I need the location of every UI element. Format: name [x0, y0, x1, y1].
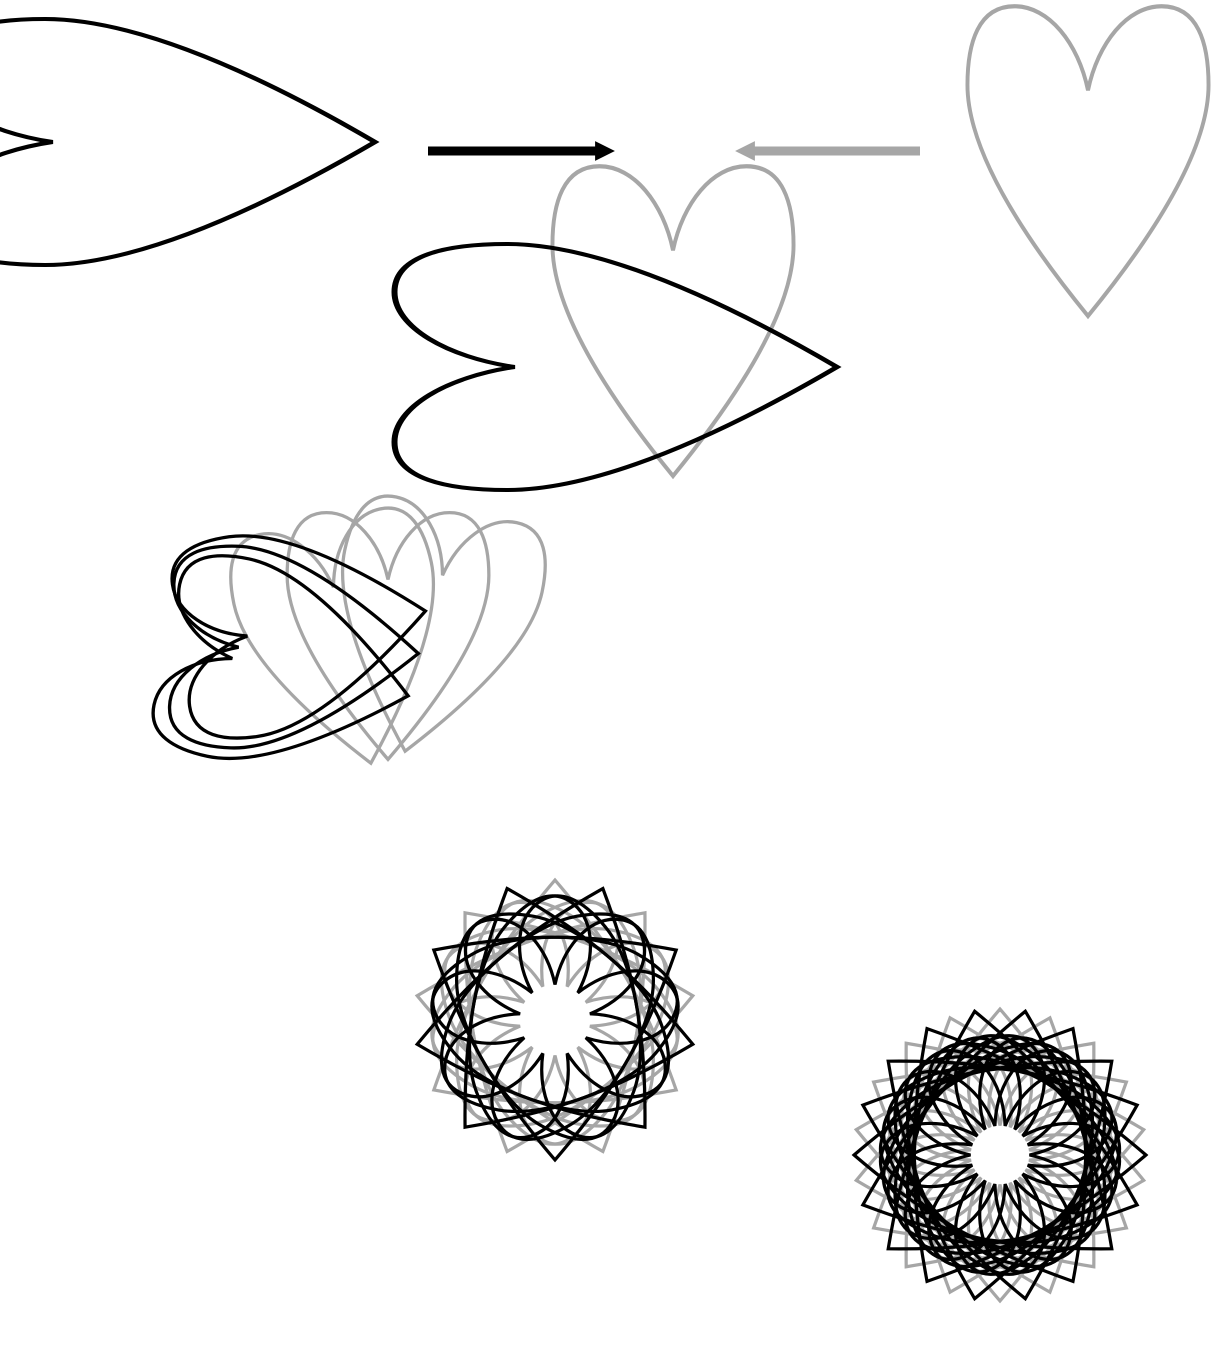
source-black-heart [0, 19, 375, 265]
ring-small-gray-heart [306, 489, 555, 772]
ring-medium [385, 850, 726, 1191]
source-gray-heart [967, 6, 1208, 316]
merged-black-heart [395, 244, 838, 490]
merged-pair [395, 166, 838, 490]
ring-small [146, 489, 555, 795]
ring-large [824, 979, 1175, 1330]
